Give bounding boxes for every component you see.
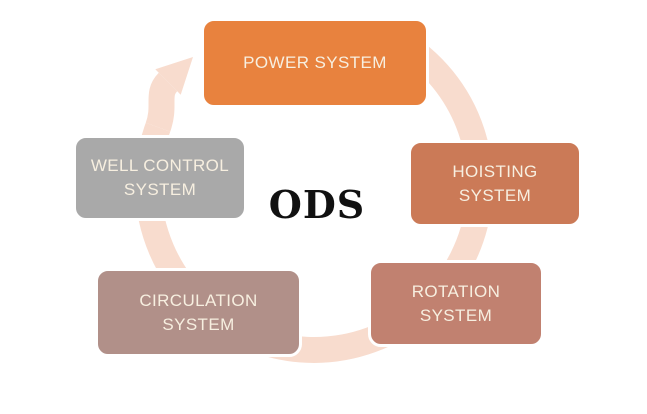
node-rotation-system: ROTATION SYSTEM <box>368 260 544 347</box>
node-circulation-system-label: CIRCULATION SYSTEM <box>139 290 258 334</box>
center-label-ods: ODS <box>268 182 366 227</box>
node-power-system-label: POWER SYSTEM <box>243 53 387 73</box>
node-well-control-system: WELL CONTROL SYSTEM <box>73 135 247 221</box>
ring-arrow-tail <box>145 72 179 132</box>
cycle-arrowhead-icon <box>155 57 193 95</box>
node-hoisting-system-label: HOISTING SYSTEM <box>452 161 538 205</box>
node-rotation-system-label: ROTATION SYSTEM <box>411 281 501 325</box>
node-hoisting-system: HOISTING SYSTEM <box>408 140 582 227</box>
node-circulation-system: CIRCULATION SYSTEM <box>95 268 302 357</box>
node-well-control-system-label: WELL CONTROL SYSTEM <box>90 156 230 199</box>
node-power-system: POWER SYSTEM <box>201 18 429 108</box>
